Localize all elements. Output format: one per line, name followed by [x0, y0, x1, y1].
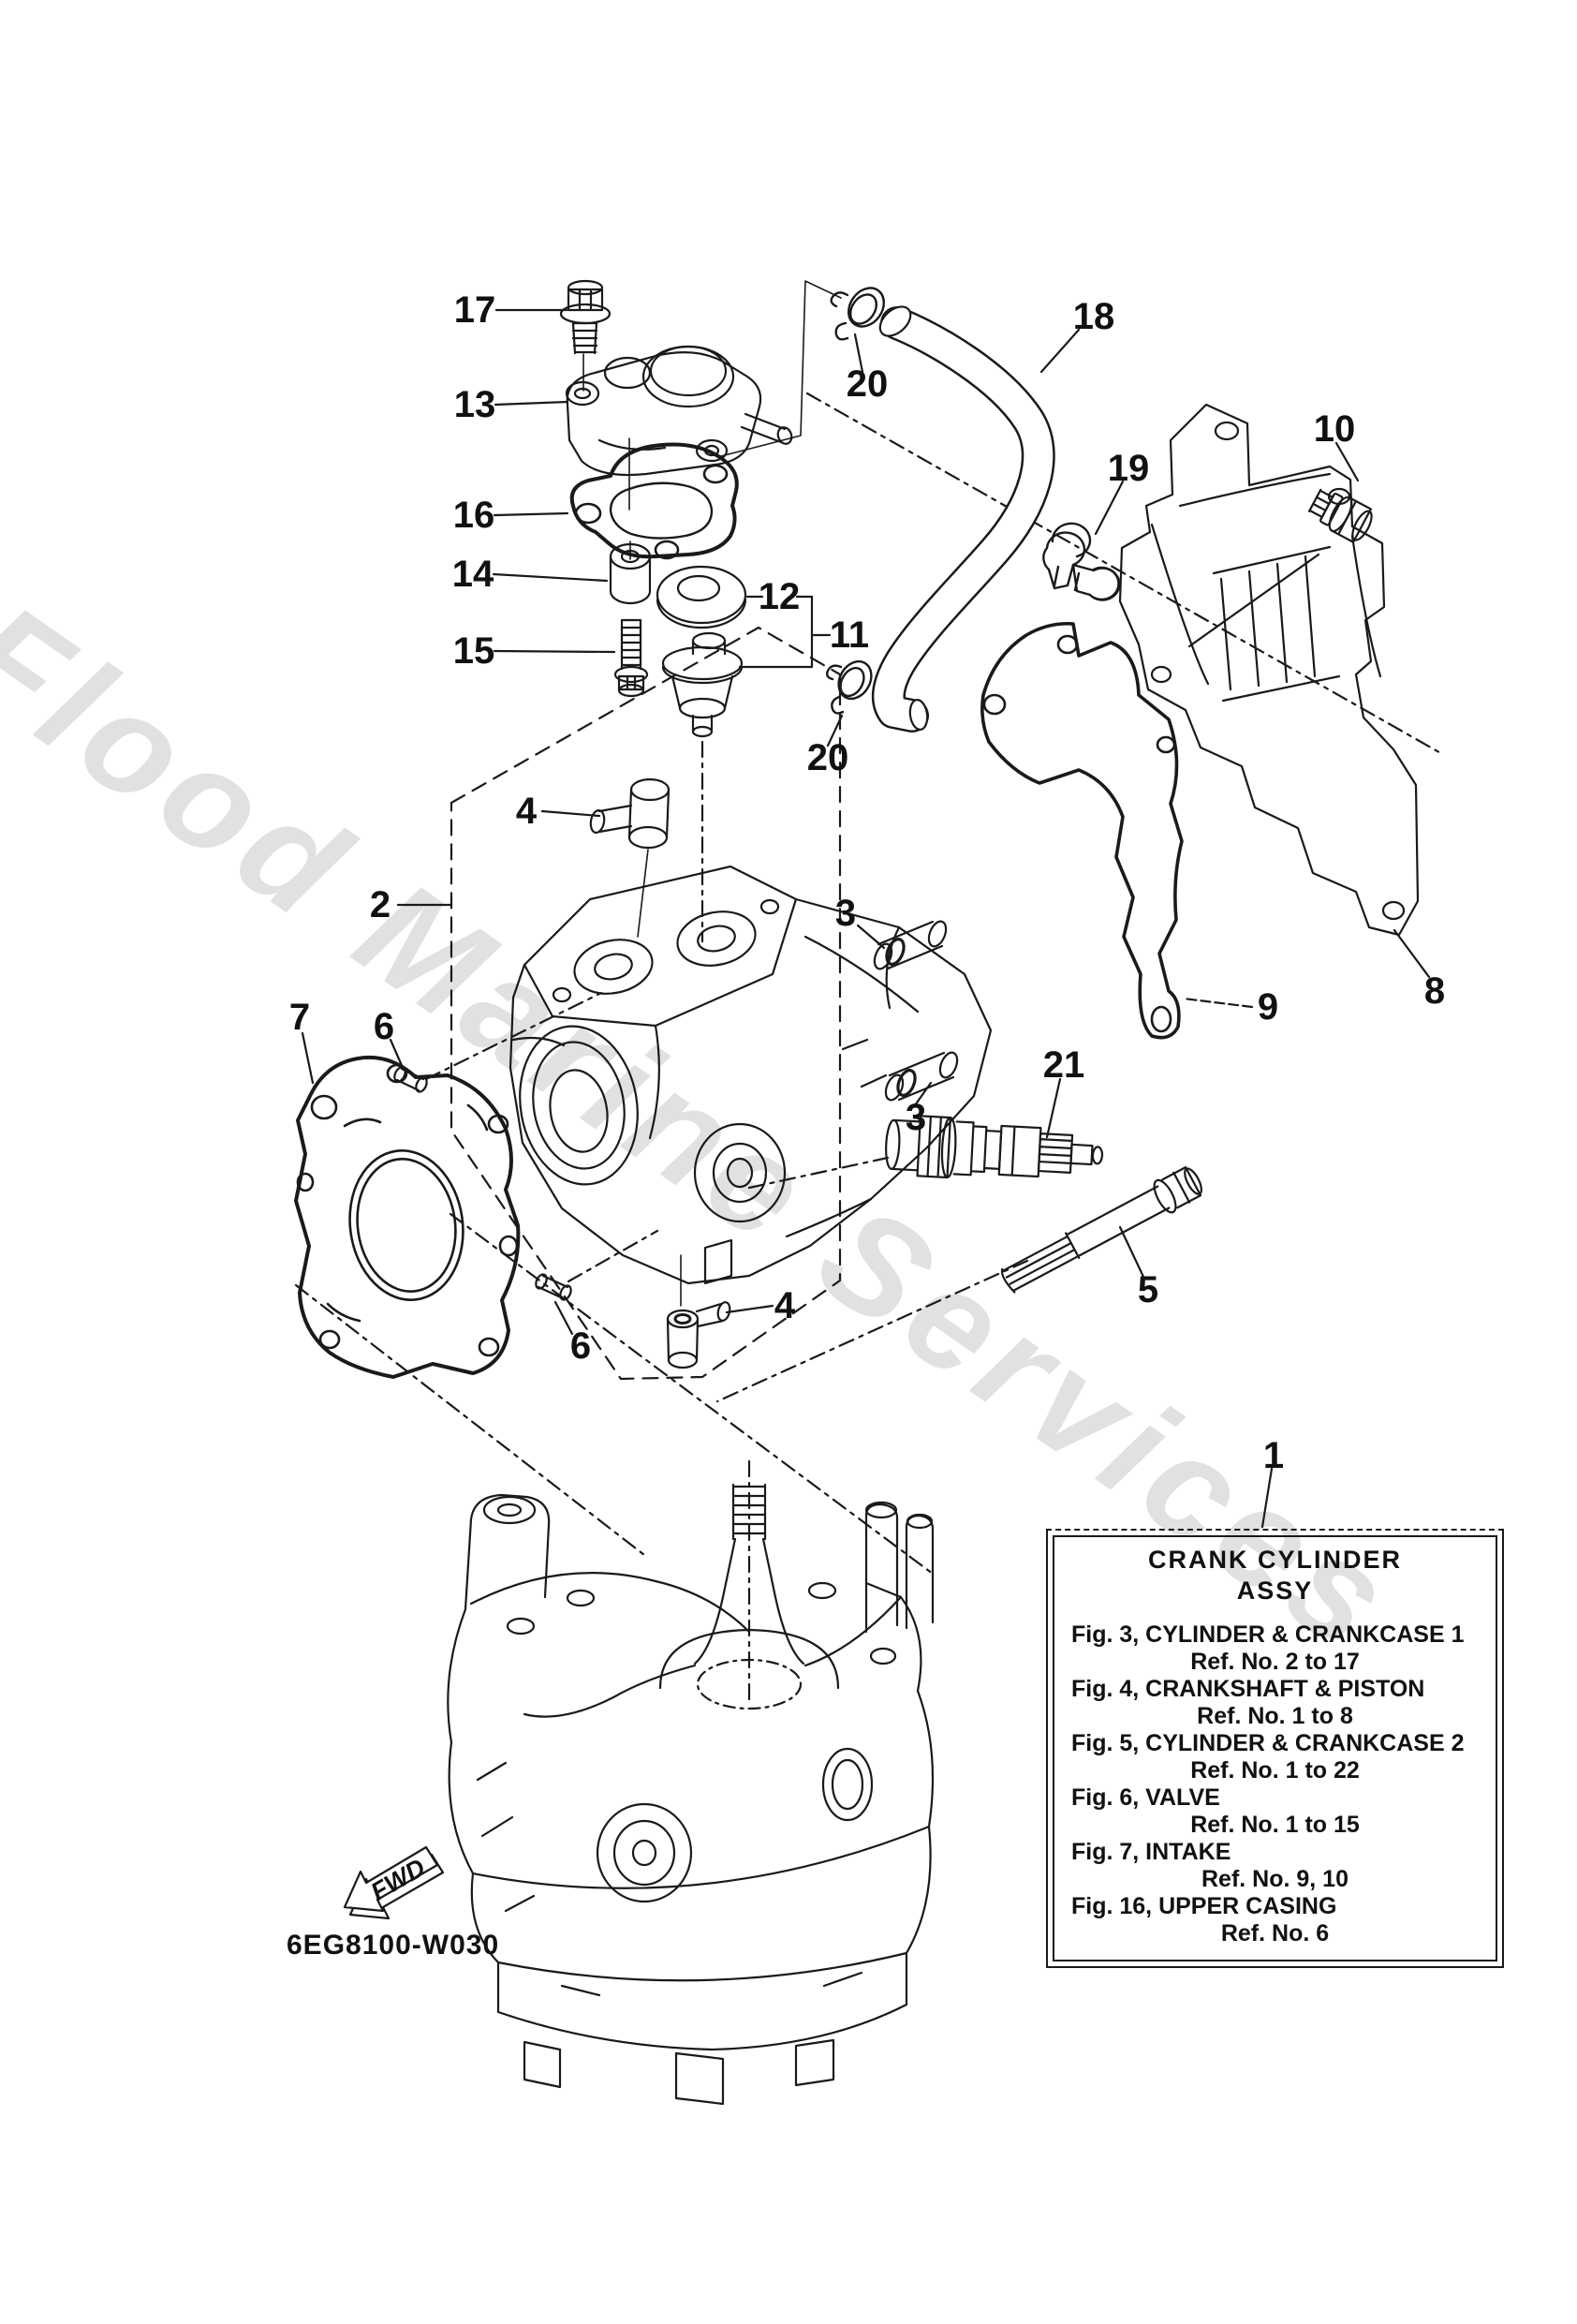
leader-lines: [301, 308, 1431, 1529]
part-3-dowel-a: [873, 920, 948, 970]
part-2-dashed-box: [450, 626, 842, 1381]
part-label-20a: 20: [847, 363, 889, 405]
part-label-21: 21: [1043, 1044, 1085, 1086]
box-title-line1: CRANK CYLINDER: [1148, 1546, 1402, 1574]
part-16-gasket: [569, 442, 739, 560]
part-6-pin-a: [393, 1066, 428, 1093]
part-label-6b: 6: [570, 1325, 591, 1367]
part-9-gasket: [980, 621, 1184, 1040]
part-label-18: 18: [1073, 296, 1115, 337]
part-12-grommet: [656, 565, 747, 629]
part-6-pin-b: [535, 1273, 572, 1301]
crank-cylinder-assembly-drawing: [447, 1483, 935, 2106]
ref-entry: Ref. No. 1 to 8: [1197, 1703, 1353, 1729]
alignment-lines: [582, 280, 842, 1307]
part-label-16: 16: [453, 495, 495, 536]
part-label-13: 13: [454, 384, 496, 425]
part-label-4a: 4: [516, 791, 538, 832]
part-label-1: 1: [1263, 1435, 1284, 1476]
part-13-oil-pump: [565, 345, 793, 477]
fig-entry: Fig. 5, CYLINDER & CRANKCASE 2: [1071, 1730, 1465, 1756]
center-lines: [294, 392, 1446, 1702]
ref-entry: Ref. No. 1 to 15: [1190, 1812, 1360, 1838]
fig-entry: Fig. 6, VALVE: [1071, 1784, 1220, 1811]
part-4-fitting-bottom: [666, 1301, 731, 1369]
part-label-2: 2: [370, 884, 391, 925]
part-17-bolt: [559, 279, 612, 355]
part-7-head-gasket: [294, 1055, 521, 1379]
part-label-17: 17: [454, 289, 496, 331]
part-label-9: 9: [1258, 986, 1278, 1028]
assembly-reference-box: CRANK CYLINDER ASSY Fig. 3, CYLINDER & C…: [1046, 1529, 1504, 1968]
part-label-4b: 4: [774, 1285, 796, 1326]
part-15-bolt: [613, 618, 649, 698]
part-8-cover: [1118, 403, 1420, 937]
part-label-7: 7: [289, 997, 310, 1038]
part-18-hose: [872, 305, 1055, 733]
ref-entry: Ref. No. 2 to 17: [1190, 1649, 1360, 1675]
part-label-3a: 3: [835, 893, 856, 934]
part-label-3b: 3: [906, 1097, 926, 1138]
part-label-11: 11: [830, 614, 869, 656]
figure-reference-list: Fig. 3, CYLINDER & CRANKCASE 1 Ref. No. …: [1054, 1621, 1496, 1947]
drawing-code: 6EG8100-W030: [287, 1930, 500, 1961]
part-label-14: 14: [452, 554, 494, 595]
ref-entry: Ref. No. 6: [1220, 1920, 1330, 1947]
part-number-labels: 17 13 16 14 15 20 18 19 10 12 11 20 2 3 …: [289, 289, 1445, 1476]
part-19-clamp: [1042, 522, 1121, 601]
fwd-arrow-icon: [343, 1845, 445, 1920]
part-11-anode: [661, 631, 744, 738]
part-21-spark-plug: [885, 1115, 1104, 1179]
part-4-fitting-top: [589, 777, 671, 850]
part-label-20b: 20: [807, 737, 849, 778]
part-20-clamp-top: [830, 287, 885, 341]
ref-entry: Ref. No. 1 to 22: [1190, 1757, 1360, 1784]
part-10-bolt: [1307, 488, 1373, 543]
part-2-cylinder-block: [508, 865, 993, 1285]
part-label-15: 15: [453, 630, 495, 672]
part-label-19: 19: [1108, 448, 1150, 489]
part-20-clamp-mid: [825, 659, 873, 715]
ref-entry: Ref. No. 9, 10: [1201, 1866, 1349, 1892]
fig-entry: Fig. 7, INTAKE: [1071, 1839, 1231, 1865]
part-label-8: 8: [1424, 970, 1445, 1012]
fig-entry: Fig. 4, CRANKSHAFT & PISTON: [1071, 1676, 1425, 1702]
part-label-12: 12: [759, 576, 801, 617]
part-label-6a: 6: [374, 1006, 394, 1047]
part-label-10: 10: [1314, 408, 1356, 450]
part-14-collar: [609, 542, 652, 605]
part-label-5: 5: [1138, 1269, 1158, 1310]
box-title-line2: ASSY: [1236, 1576, 1314, 1605]
fig-entry: Fig. 16, UPPER CASING: [1071, 1893, 1337, 1919]
part-5-bolt: [1000, 1166, 1202, 1294]
assembly-reference-box-inner: CRANK CYLINDER ASSY Fig. 3, CYLINDER & C…: [1053, 1535, 1497, 1961]
fig-entry: Fig. 3, CYLINDER & CRANKCASE 1: [1071, 1621, 1465, 1648]
